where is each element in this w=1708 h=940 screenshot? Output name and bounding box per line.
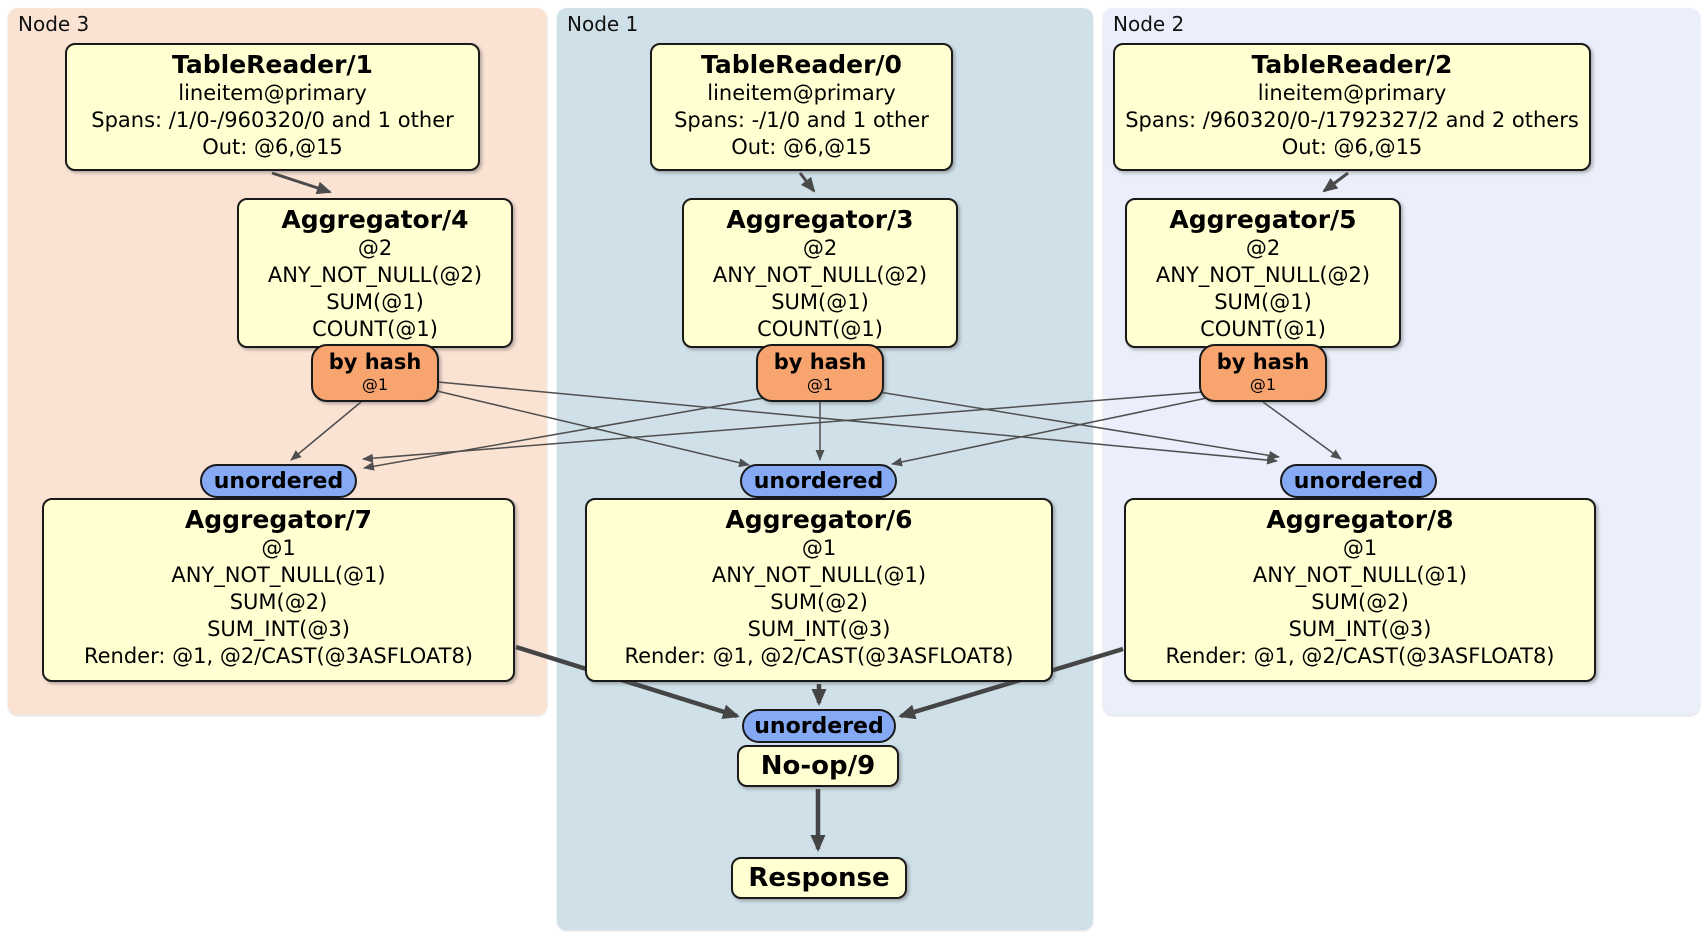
aggregator-5-box: Aggregator/5 @2 ANY_NOT_NULL(@2) SUM(@1)… <box>1125 198 1401 348</box>
aggregator-8-fn1: ANY_NOT_NULL(@1) <box>1252 563 1468 587</box>
table-reader-2-title: TableReader/2 <box>1251 50 1453 79</box>
table-reader-1-spans: Spans: /1/0-/960320/0 and 1 other <box>91 108 454 132</box>
aggregator-6-fn3: SUM_INT(@3) <box>747 617 891 641</box>
aggregator-5-fn2: SUM(@1) <box>1214 290 1312 314</box>
edge-agg8-finalsync <box>898 646 1124 720</box>
node2-label: Node 2 <box>1113 12 1185 36</box>
table-reader-0-out: Out: @6,@15 <box>731 135 872 159</box>
aggregator-6-title: Aggregator/6 <box>725 505 913 534</box>
aggregator-4-fn3: COUNT(@1) <box>312 317 438 341</box>
aggregator-3-fn2: SUM(@1) <box>771 290 869 314</box>
response-title: Response <box>748 863 890 893</box>
aggregator-4-group: @2 <box>357 236 393 260</box>
table-reader-1-title: TableReader/1 <box>172 50 373 79</box>
table-reader-0-title: TableReader/0 <box>701 50 902 79</box>
aggregator-7-box: Aggregator/7 @1 ANY_NOT_NULL(@1) SUM(@2)… <box>42 498 515 682</box>
hash-router-agg5-key: @1 <box>1249 375 1277 394</box>
aggregator-8-fn3: SUM_INT(@3) <box>1288 617 1432 641</box>
table-reader-2-spans: Spans: /960320/0-/1792327/2 and 2 others <box>1125 108 1579 132</box>
aggregator-4-title: Aggregator/4 <box>281 205 469 234</box>
noop-title: No-op/9 <box>760 751 876 781</box>
table-reader-1-index: lineitem@primary <box>178 81 367 105</box>
unordered-sync-final: unordered <box>742 709 896 743</box>
edge-tr0-agg3 <box>798 172 816 193</box>
aggregator-3-fn3: COUNT(@1) <box>757 317 883 341</box>
aggregator-7-fn3: SUM_INT(@3) <box>207 617 350 641</box>
edge-hash5-sync-center <box>891 397 1208 467</box>
aggregator-8-render: Render: @1, @2/CAST(@3ASFLOAT8) <box>1165 644 1555 668</box>
table-reader-2-index: lineitem@primary <box>1257 81 1447 105</box>
unordered-sync-center: unordered <box>740 464 897 498</box>
table-reader-2-out: Out: @6,@15 <box>1281 135 1423 159</box>
unordered-sync-left: unordered <box>200 464 357 498</box>
aggregator-5-fn3: COUNT(@1) <box>1200 317 1326 341</box>
hash-router-agg4-key: @1 <box>361 375 389 394</box>
table-reader-1-box: TableReader/1 lineitem@primary Spans: /1… <box>65 43 480 171</box>
aggregator-8-box: Aggregator/8 @1 ANY_NOT_NULL(@1) SUM(@2)… <box>1124 498 1596 682</box>
aggregator-7-render: Render: @1, @2/CAST(@3ASFLOAT8) <box>83 644 474 668</box>
aggregator-6-group: @1 <box>801 536 837 560</box>
aggregator-7-fn2: SUM(@2) <box>229 590 328 614</box>
noop-box: No-op/9 <box>737 745 899 787</box>
aggregator-6-render: Render: @1, @2/CAST(@3ASFLOAT8) <box>624 644 1014 668</box>
edge-hash5-sync-right <box>1262 401 1342 460</box>
response-box: Response <box>731 857 907 899</box>
aggregator-6-box: Aggregator/6 @1 ANY_NOT_NULL(@1) SUM(@2)… <box>585 498 1053 682</box>
aggregator-4-box: Aggregator/4 @2 ANY_NOT_NULL(@2) SUM(@1)… <box>237 198 513 348</box>
aggregator-7-title: Aggregator/7 <box>184 505 373 534</box>
aggregator-8-fn2: SUM(@2) <box>1311 590 1409 614</box>
edge-tr1-agg4 <box>271 171 332 195</box>
edge-hash4-sync-right <box>437 381 1278 465</box>
aggregator-8-group: @1 <box>1342 536 1378 560</box>
table-reader-0-index: lineitem@primary <box>707 81 896 105</box>
aggregator-5-group: @2 <box>1245 236 1281 260</box>
edge-hash3-sync-left <box>363 396 770 471</box>
table-reader-1-out: Out: @6,@15 <box>202 135 343 159</box>
aggregator-7-fn1: ANY_NOT_NULL(@1) <box>171 563 386 587</box>
aggregator-4-fn2: SUM(@1) <box>326 290 424 314</box>
aggregator-3-box: Aggregator/3 @2 ANY_NOT_NULL(@2) SUM(@1)… <box>682 198 958 348</box>
hash-router-agg3-label: by hash <box>773 350 867 374</box>
hash-router-agg3: by hash @1 <box>756 344 884 402</box>
aggregator-7-group: @1 <box>261 536 296 560</box>
aggregator-3-group: @2 <box>802 236 838 260</box>
edge-hash4-sync-left <box>290 401 362 461</box>
node1-label: Node 1 <box>567 12 639 36</box>
unordered-sync-right: unordered <box>1280 464 1437 498</box>
edge-tr2-agg5 <box>1322 171 1349 193</box>
node3-label: Node 3 <box>18 12 90 36</box>
aggregator-6-fn2: SUM(@2) <box>770 590 868 614</box>
aggregator-5-title: Aggregator/5 <box>1169 205 1357 234</box>
hash-router-agg4-label: by hash <box>328 350 422 374</box>
table-reader-0-box: TableReader/0 lineitem@primary Spans: -/… <box>650 43 953 171</box>
aggregator-3-fn1: ANY_NOT_NULL(@2) <box>712 263 928 287</box>
aggregator-8-title: Aggregator/8 <box>1266 505 1454 534</box>
table-reader-2-box: TableReader/2 lineitem@primary Spans: /9… <box>1113 43 1591 171</box>
hash-router-agg5: by hash @1 <box>1199 344 1327 402</box>
edge-hash5-sync-left <box>362 391 1204 463</box>
aggregator-3-title: Aggregator/3 <box>726 205 914 234</box>
hash-router-agg3-key: @1 <box>806 375 834 394</box>
aggregator-4-fn1: ANY_NOT_NULL(@2) <box>267 263 483 287</box>
aggregator-5-fn1: ANY_NOT_NULL(@2) <box>1155 263 1371 287</box>
hash-router-agg4: by hash @1 <box>311 344 439 402</box>
aggregator-6-fn1: ANY_NOT_NULL(@1) <box>711 563 927 587</box>
hash-router-agg5-label: by hash <box>1216 350 1310 374</box>
table-reader-0-spans: Spans: -/1/0 and 1 other <box>674 108 929 132</box>
